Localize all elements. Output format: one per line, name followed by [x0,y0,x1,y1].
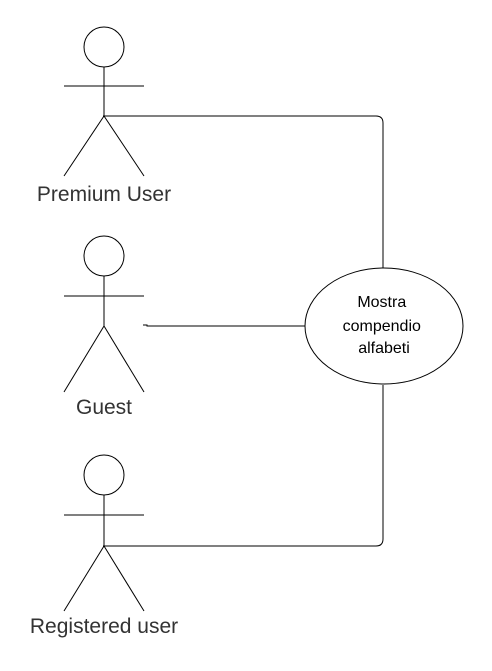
association-premium-user [103,115,384,268]
actor-left-leg [63,545,105,612]
actor-head [83,235,125,277]
actor-left-leg [63,115,105,177]
use-case-label-line: Mostra [357,294,406,311]
actor-head [83,454,125,496]
use-case-ellipse [304,267,464,385]
use-case-label-line: compendio [343,318,421,335]
actor-right-leg [103,545,145,612]
actor-premium-user[interactable]: Premium User [37,26,171,206]
actor-right-leg [103,325,145,393]
actor-guest[interactable]: Guest [63,235,145,419]
use-case-mostra-compendio-alfabeti[interactable]: Mostra compendio alfabeti [304,267,464,385]
actor-label-registered-user: Registered user [30,615,178,638]
use-case-label: Mostra compendio alfabeti [343,294,426,357]
association-registered-user [103,385,384,547]
actor-left-leg [63,325,105,393]
association-guest [143,324,305,327]
use-case-label-line: alfabeti [358,340,410,357]
actor-head [83,26,125,68]
actor-label-premium-user: Premium User [37,183,171,206]
actor-right-leg [103,115,145,177]
actor-registered-user[interactable]: Registered user [30,454,178,638]
actor-label-guest: Guest [76,396,132,419]
